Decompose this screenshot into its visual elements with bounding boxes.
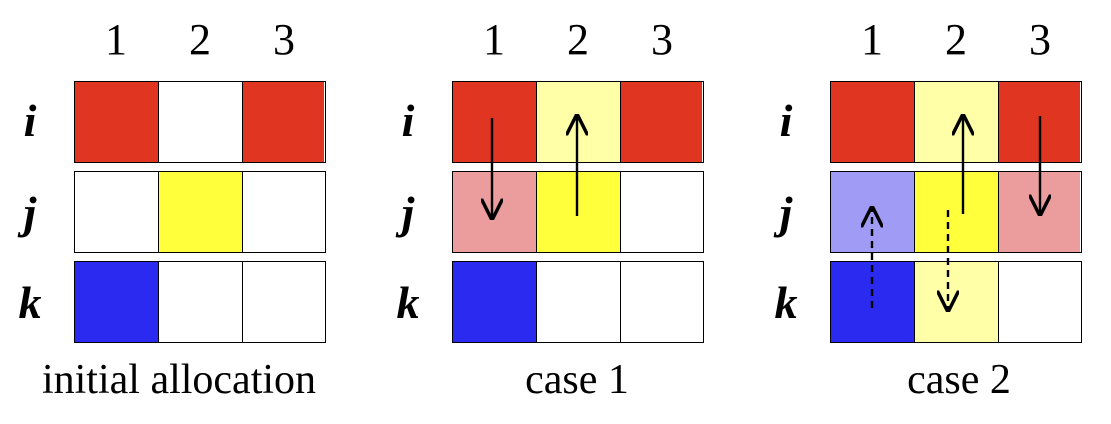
column-number: 1: [105, 15, 127, 64]
row-label: j: [23, 187, 37, 238]
allocation-cell: [619, 82, 702, 162]
allocation-row: [830, 171, 1082, 253]
allocation-cell: [453, 172, 537, 252]
allocation-cell: [75, 262, 159, 342]
column-number: 1: [861, 15, 883, 64]
allocation-row: [452, 81, 704, 163]
allocation-cell: [453, 82, 537, 162]
allocation-row: [830, 261, 1082, 343]
allocation-row: [74, 81, 326, 163]
allocation-row: [74, 261, 326, 343]
row-label: k: [396, 277, 420, 328]
allocation-cell: [535, 82, 621, 162]
row-label: i: [401, 95, 415, 146]
allocation-cell: [75, 172, 159, 252]
allocation-cell: [535, 262, 621, 342]
column-number: 1: [483, 15, 505, 64]
allocation-cell: [831, 172, 915, 252]
row-label: k: [774, 277, 798, 328]
column-number: 2: [945, 15, 967, 64]
column-number: 3: [1029, 15, 1051, 64]
allocation-row: [74, 171, 326, 253]
allocation-cell: [913, 172, 999, 252]
panel-case-2: 1 2 3 i j k case 2: [756, 0, 1086, 424]
allocation-cell: [157, 172, 243, 252]
allocation-row: [452, 261, 704, 343]
panel-case-1: 1 2 3 i j k case 1: [378, 0, 708, 424]
column-number: 2: [567, 15, 589, 64]
allocation-cell: [453, 262, 537, 342]
allocation-cell: [831, 82, 915, 162]
caption: case 1: [525, 357, 629, 403]
row-label: k: [18, 277, 42, 328]
allocation-cell: [241, 262, 324, 342]
allocation-cell: [913, 262, 999, 342]
caption: case 2: [907, 357, 1011, 403]
allocation-cell: [997, 172, 1080, 252]
allocation-cell: [241, 172, 324, 252]
allocation-cell: [241, 82, 324, 162]
allocation-row: [830, 81, 1082, 163]
allocation-cell: [619, 172, 702, 252]
allocation-cell: [619, 262, 702, 342]
column-number: 3: [651, 15, 673, 64]
row-label: i: [23, 95, 37, 146]
row-label: j: [401, 187, 415, 238]
allocation-cell: [997, 82, 1080, 162]
row-label: j: [779, 187, 793, 238]
caption: initial allocation: [41, 357, 317, 403]
allocation-cell: [535, 172, 621, 252]
column-number: 2: [189, 15, 211, 64]
allocation-cell: [913, 82, 999, 162]
allocation-cell: [997, 262, 1080, 342]
row-label: i: [779, 95, 793, 146]
allocation-cell: [831, 262, 915, 342]
allocation-cell: [75, 82, 159, 162]
allocation-row: [452, 171, 704, 253]
allocation-cell: [157, 262, 243, 342]
panel-initial-allocation: 1 2 3 i j k initial allocation: [0, 0, 330, 424]
column-number: 3: [273, 15, 295, 64]
allocation-cell: [157, 82, 243, 162]
